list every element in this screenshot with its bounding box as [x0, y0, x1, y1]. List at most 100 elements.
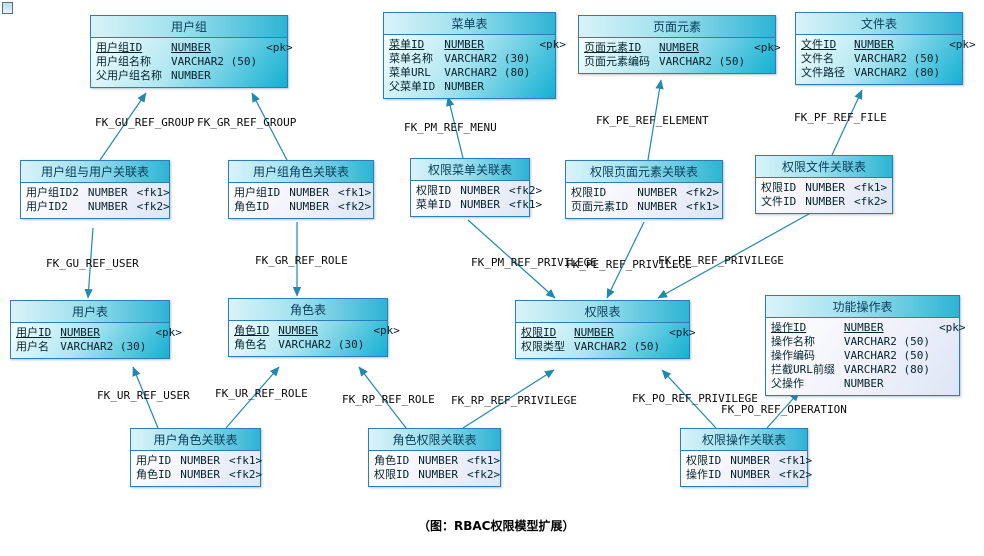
fk-label-ur-ref-role: FK_UR_REF_ROLE	[215, 387, 308, 400]
entity-title: 角色表	[229, 299, 387, 321]
fk-label-gr-ref-role: FK_GR_REF_ROLE	[255, 254, 348, 267]
column-name: 权限ID	[521, 326, 557, 339]
fk-label-pe-ref-element: FK_PE_REF_ELEMENT	[596, 114, 709, 127]
column-key: <fk2>	[467, 468, 501, 481]
column-name: 权限ID	[686, 454, 722, 467]
column-type: NUMBER	[805, 181, 845, 194]
fk-label-ur-ref-user: FK_UR_REF_USER	[97, 389, 190, 402]
column-key: <pk>	[373, 324, 400, 337]
column-name: 角色名	[234, 338, 267, 351]
column-key: <pk>	[754, 41, 781, 54]
column-name: 操作编码	[771, 349, 815, 362]
column-type: VARCHAR2 (50)	[659, 55, 746, 68]
column-key: <fk1>	[854, 181, 888, 194]
column-key: <fk2>	[854, 195, 888, 208]
window-icon	[2, 2, 13, 14]
column-type: NUMBER	[637, 200, 677, 213]
entity-title: 权限菜单关联表	[411, 159, 529, 181]
entity-user-group[interactable]: 用户组用户组ID NUMBER <pk> 用户组名称 VARCHAR2 (50) 父用户组…	[90, 15, 293, 88]
entity-title: 文件表	[796, 13, 962, 35]
entity-title: 权限操作关联表	[681, 429, 807, 451]
column-type: NUMBER	[171, 41, 211, 54]
fk-label-rp-ref-privilege: FK_RP_REF_PRIVILEGE	[451, 394, 577, 407]
entity-title: 菜单表	[384, 13, 555, 35]
column-key: <fk1>	[229, 454, 263, 467]
column-name: 父用户组名称	[96, 69, 162, 82]
column-type: VARCHAR2 (50)	[171, 55, 258, 68]
column-name: 页面元素ID	[571, 200, 629, 213]
column-key: <fk2>	[338, 200, 372, 213]
column-key: <pk>	[266, 41, 293, 54]
column-name: 用户ID	[136, 454, 172, 467]
column-type: NUMBER	[418, 454, 458, 467]
entity-title: 页面元素	[579, 16, 775, 38]
column-key: <pk>	[155, 326, 182, 339]
column-name: 用户组名称	[96, 55, 151, 68]
column-type: VARCHAR2 (50)	[843, 349, 930, 362]
column-name: 文件ID	[801, 38, 837, 51]
column-name: 父操作	[771, 377, 804, 390]
column-key: <pk>	[669, 326, 696, 339]
entity-title: 用户组角色关联表	[229, 161, 373, 183]
entity-title: 用户组	[91, 16, 287, 38]
entity-title: 用户角色关联表	[131, 429, 260, 451]
column-type: NUMBER	[854, 38, 894, 51]
column-name: 菜单ID	[389, 38, 425, 51]
column-name: 用户ID2	[26, 200, 68, 213]
column-key: <fk2>	[686, 186, 720, 199]
fk-label-pf-ref-file: FK_PF_REF_FILE	[794, 111, 887, 124]
entity-title: 角色权限关联表	[369, 429, 500, 451]
column-name: 用户组ID2	[26, 186, 79, 199]
entity-columns: 角色ID NUMBER <fk1> 权限ID NUMBER <fk2>	[369, 451, 500, 486]
entity-title: 权限文件关联表	[756, 156, 892, 178]
column-key: <pk>	[949, 38, 976, 51]
column-name: 权限ID	[374, 468, 410, 481]
column-key: <fk2>	[136, 200, 170, 213]
column-type: NUMBER	[180, 468, 220, 481]
column-name: 用户ID	[16, 326, 52, 339]
column-name: 父菜单ID	[389, 80, 436, 93]
column-key: <fk1>	[136, 186, 170, 199]
column-name: 角色ID	[374, 454, 410, 467]
column-key: <fk1>	[467, 454, 501, 467]
column-type: VARCHAR2 (30)	[444, 52, 531, 65]
column-name: 用户组ID	[96, 41, 143, 54]
column-name: 权限ID	[416, 184, 452, 197]
column-type: NUMBER	[843, 377, 884, 390]
column-type: NUMBER	[805, 195, 845, 208]
column-name: 角色ID	[234, 324, 270, 337]
column-name: 菜单ID	[416, 198, 452, 211]
column-name: 用户名	[16, 340, 49, 353]
fk-label-pf-ref-privilege: FK_PF_REF_PRIVILEGE	[658, 254, 784, 267]
fk-label-rp-ref-role: FK_RP_REF_ROLE	[342, 393, 435, 406]
entity-role-priv-assoc[interactable]: 角色权限关联表角色ID NUMBER <fk1> 权限ID NUMBER <fk2>	[368, 428, 501, 487]
column-key: <fk2>	[229, 468, 263, 481]
column-type: NUMBER	[180, 454, 220, 467]
column-type: NUMBER	[418, 468, 458, 481]
column-type: VARCHAR2 (50)	[574, 340, 661, 353]
column-type: NUMBER	[637, 186, 677, 199]
